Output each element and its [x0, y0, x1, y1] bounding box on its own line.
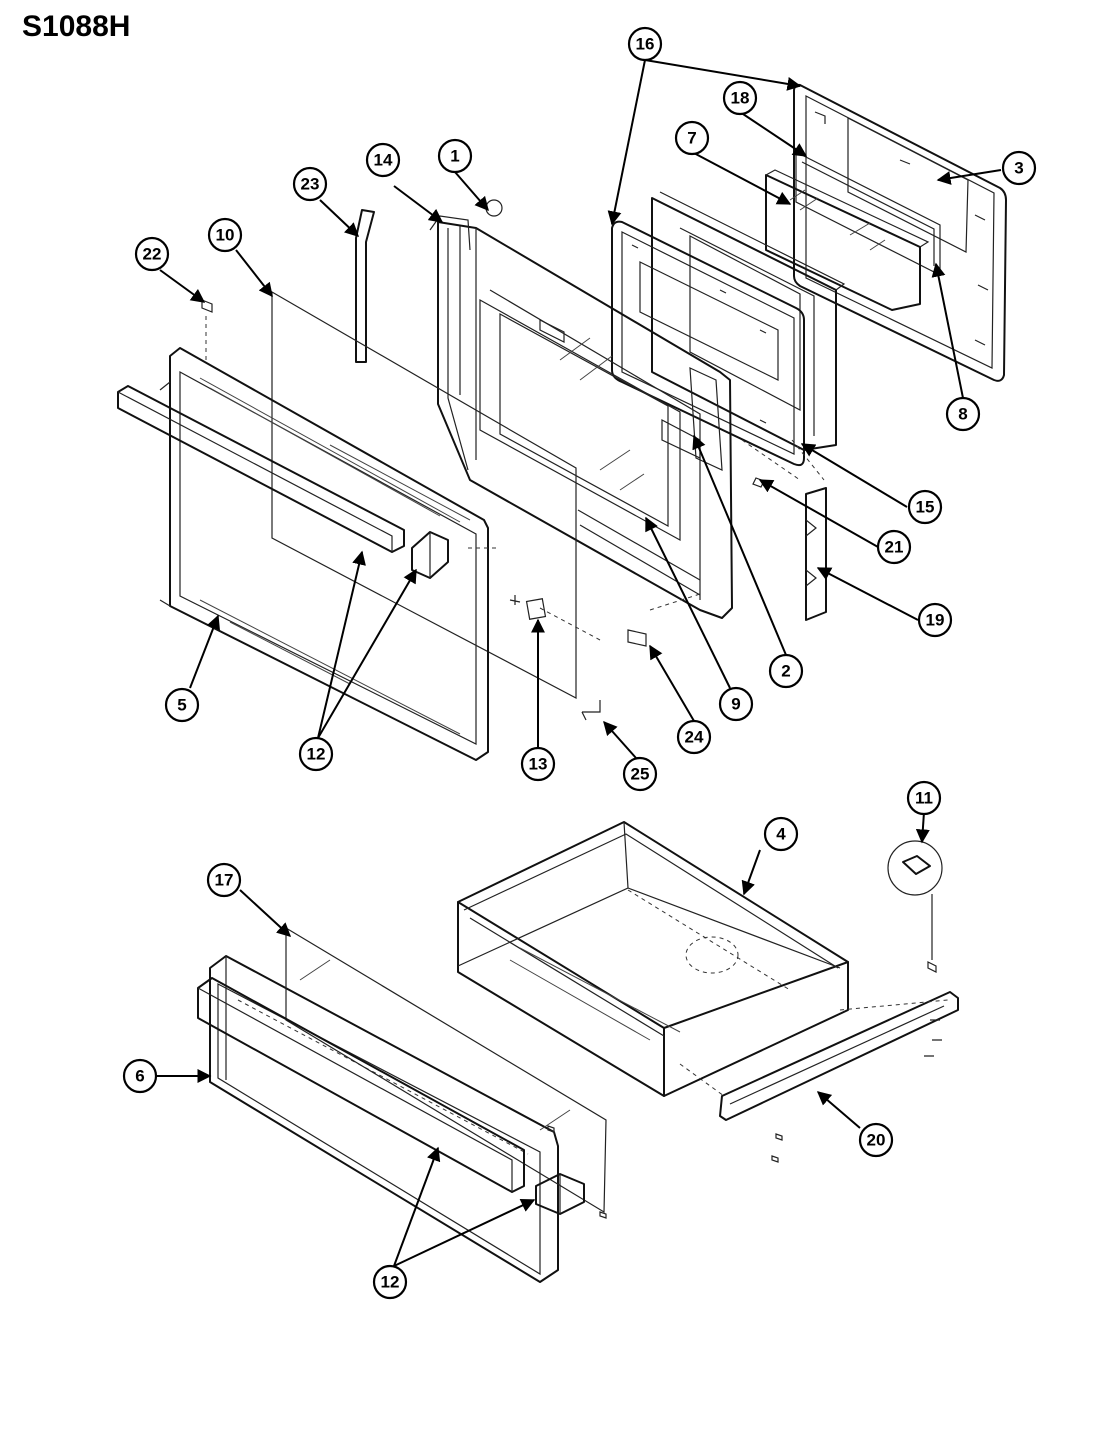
svg-text:22: 22 — [143, 245, 162, 264]
drawer-screws — [547, 1125, 783, 1219]
inner-glass — [765, 169, 930, 311]
svg-text:4: 4 — [776, 825, 786, 844]
svg-text:2: 2 — [781, 662, 790, 681]
svg-text:18: 18 — [731, 89, 750, 108]
model-number: S1088H — [22, 10, 130, 43]
svg-text:12: 12 — [381, 1273, 400, 1292]
outer-door-panel — [159, 347, 489, 761]
callout-8: 8 — [945, 396, 981, 432]
callout-21: 21 — [876, 529, 912, 565]
handle-end-cap — [411, 531, 449, 579]
insulation-sheet — [271, 290, 577, 699]
svg-text:25: 25 — [631, 765, 650, 784]
callout-17: 17 — [206, 862, 242, 898]
callout-7: 7 — [674, 120, 710, 156]
svg-text:13: 13 — [529, 755, 548, 774]
callout-18: 18 — [722, 80, 758, 116]
inner-door-frame — [429, 215, 733, 619]
callout-4: 4 — [763, 816, 799, 852]
callout-6: 6 — [122, 1058, 158, 1094]
callout-5: 5 — [164, 687, 200, 723]
drawer-handle-end-cap — [535, 1173, 585, 1215]
svg-text:8: 8 — [958, 405, 967, 424]
svg-text:11: 11 — [915, 789, 933, 808]
svg-text:5: 5 — [177, 696, 186, 715]
svg-text:6: 6 — [135, 1067, 144, 1086]
callout-13: 13 — [520, 746, 556, 782]
door-handle — [117, 385, 405, 553]
callout-14: 14 — [365, 142, 401, 178]
callout-19: 19 — [917, 602, 953, 638]
callout-16: 16 — [627, 26, 663, 62]
callout-1: 1 — [437, 138, 473, 174]
drawer-box — [457, 821, 849, 1097]
svg-text:10: 10 — [216, 226, 235, 245]
drawer-front — [209, 955, 559, 1283]
svg-text:20: 20 — [867, 1131, 886, 1150]
glass-frame-rear — [651, 191, 846, 451]
door-back-panel — [793, 83, 1007, 382]
callout-25: 25 — [622, 756, 658, 792]
svg-text:14: 14 — [374, 151, 393, 170]
glass-frame-front — [611, 220, 805, 467]
door-strip — [355, 209, 375, 363]
svg-text:3: 3 — [1014, 159, 1023, 178]
svg-text:21: 21 — [885, 538, 904, 557]
callout-22: 22 — [134, 236, 170, 272]
callout-23: 23 — [292, 166, 328, 202]
callout-10: 10 — [207, 217, 243, 253]
callout-20: 20 — [858, 1122, 894, 1158]
svg-text:23: 23 — [301, 175, 320, 194]
svg-text:19: 19 — [926, 611, 945, 630]
callout-9: 9 — [718, 686, 754, 722]
svg-text:1: 1 — [450, 147, 459, 166]
callout-12-drawer: 12 — [372, 1264, 408, 1300]
svg-text:9: 9 — [731, 695, 740, 714]
svg-text:24: 24 — [685, 728, 704, 747]
svg-text:12: 12 — [307, 745, 326, 764]
leader-lines — [156, 59, 1002, 1267]
callout-11: 11 — [906, 780, 942, 816]
assembly-guides — [205, 316, 825, 641]
detail-circle — [887, 840, 943, 1057]
callout-24: 24 — [676, 719, 712, 755]
drawer-handle — [197, 977, 525, 1193]
svg-text:15: 15 — [916, 498, 935, 517]
callout-12-door: 12 — [298, 736, 334, 772]
callout-3: 3 — [1001, 150, 1037, 186]
hinge-bracket — [805, 487, 827, 621]
svg-text:17: 17 — [215, 871, 234, 890]
drawer-slide-rail — [679, 991, 959, 1121]
callout-15: 15 — [907, 489, 943, 525]
svg-text:16: 16 — [636, 35, 655, 54]
drawer-liner — [285, 926, 607, 1214]
callout-2: 2 — [768, 653, 804, 689]
svg-text:7: 7 — [687, 129, 696, 148]
